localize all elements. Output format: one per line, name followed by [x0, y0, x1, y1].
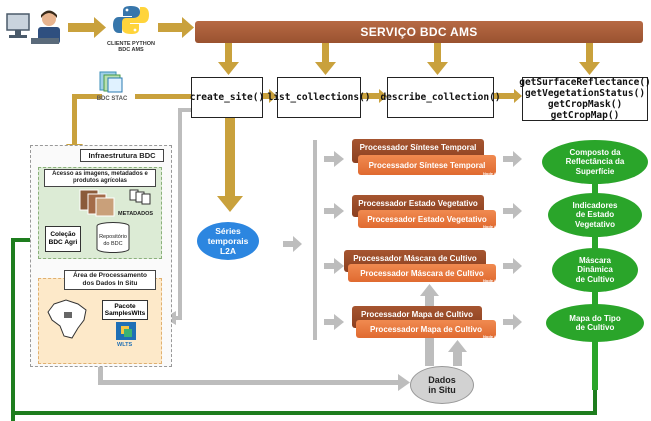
infra-title: Infraestrutura BDC: [80, 149, 164, 162]
list-collections-function: list_collections(): [268, 77, 370, 118]
access-title: Acesso as imagens, metadados e produtos …: [44, 169, 156, 187]
processor-2-tag: Node #2: [483, 224, 499, 229]
get-crop-mask-function: getCropMask(): [547, 99, 623, 110]
gold-func-arrows: [263, 89, 522, 103]
processor-4: Processador Mapa de Cultivo: [356, 320, 496, 338]
processor-4-tag: Node #4: [483, 334, 499, 339]
repository-cylinder-icon: [94, 222, 132, 254]
wlts-label: WLTS: [117, 342, 133, 348]
repositorio-label: Repositório do BDC: [99, 234, 127, 247]
get-functions-box: getSurfaceReflectance() getVegetationSta…: [519, 77, 651, 121]
gray-infra-to-dados: [98, 360, 410, 391]
metadados-label: METADADOS: [118, 211, 154, 217]
stac-icon: [98, 70, 128, 94]
processor-1: Processador Síntese Temporal: [358, 155, 496, 175]
get-vegetation-status-function: getVegetationStatus(): [524, 88, 646, 99]
processor-2: Processador Estado Vegetativo: [358, 210, 496, 228]
gray-bracket: [313, 140, 317, 340]
gray-return-line: [176, 108, 191, 320]
get-surface-reflectance-function: getSurfaceReflectance(): [519, 77, 651, 88]
wlts-icon: [116, 322, 136, 340]
satellite-images-icon: [78, 186, 120, 218]
colecao-label: Coleção: [50, 231, 76, 238]
processor-1-tag: Node #1: [483, 171, 499, 176]
gray-proc-arrows-in: [324, 151, 344, 330]
pacote-sampleswlts: Pacote SamplesWlts: [102, 300, 148, 320]
gray-proc-arrows-out: [503, 151, 522, 330]
service-bar: SERVIÇO BDC AMS: [195, 21, 643, 43]
get-crop-map-function: getCropMap(): [550, 110, 620, 121]
create-site-function: create_site(): [190, 77, 264, 118]
describe-collection-function: describe_collection(): [380, 77, 501, 118]
colecao-bdc-agri: Coleção BDC Agri: [45, 226, 81, 252]
gold-arrow-python: [158, 17, 194, 38]
python-icon: [107, 5, 155, 35]
python-client-label: CLIENTE PYTHON BDC AMS: [107, 41, 155, 53]
colecao-name: BDC Agri: [48, 239, 78, 246]
series-temporais-node: Séries temporais L2A: [197, 222, 259, 260]
stac-label: BDC STAC: [96, 96, 128, 102]
processor-3-tag: Node #3: [483, 278, 499, 283]
gold-create-to-series: [217, 118, 243, 212]
processing-title: Área de Processamento dos Dados In Situ: [64, 270, 156, 290]
gold-arrow-client: [68, 17, 106, 38]
gray-series-arrow: [283, 236, 302, 252]
brazil-map-icon: [44, 296, 92, 344]
green-feedback-line: [11, 238, 597, 421]
metadata-icon: [122, 188, 154, 210]
user-computer-icon: [5, 8, 65, 48]
processor-3: Processador Máscara de Cultivo: [348, 264, 496, 282]
gold-down-arrows: [218, 43, 600, 75]
service-title: SERVIÇO BDC AMS: [360, 25, 478, 39]
